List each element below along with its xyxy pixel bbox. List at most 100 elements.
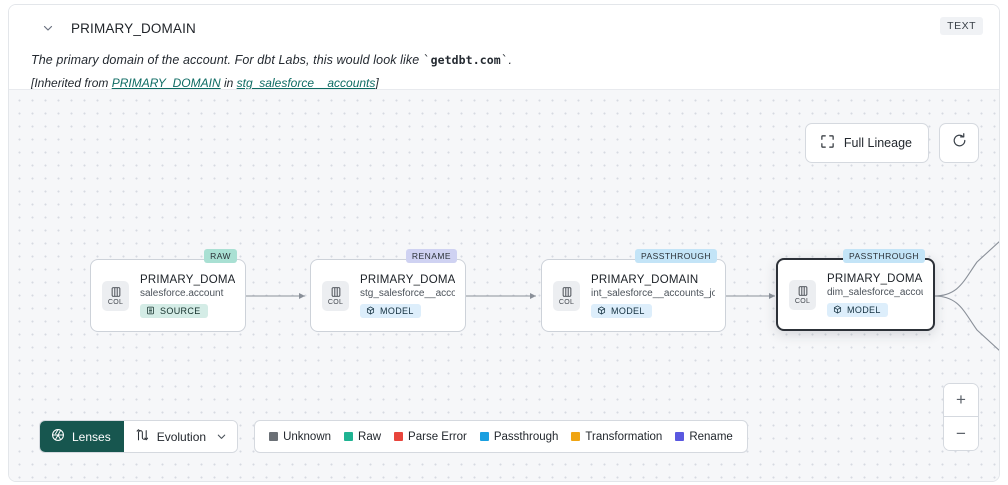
lineage-node-1[interactable]: RAW COL PRIMARY_DOMAIN__C salesforce.acc…	[90, 249, 246, 332]
node-title: PRIMARY_DOMAIN	[360, 273, 455, 286]
inherited-model-link[interactable]: stg_salesforce__accounts	[236, 76, 376, 90]
legend-item: Unknown	[269, 431, 331, 443]
legend-item: Passthrough	[479, 430, 559, 443]
node-kind-badge: SOURCE	[140, 303, 208, 318]
lineage-node-3[interactable]: PASSTHROUGH COL PRIMARY_DOMAIN int_sales…	[541, 249, 726, 332]
evolution-dropdown[interactable]: Evolution	[123, 421, 238, 452]
edge-out-upper	[933, 241, 999, 297]
chevron-down-icon[interactable]	[41, 21, 55, 35]
node-inner: COL PRIMARY_DOMAIN dim_salesforce_accoun…	[778, 260, 933, 329]
panel-header: PRIMARY_DOMAIN TEXT The primary domain o…	[9, 5, 999, 90]
legend-swatch	[571, 432, 581, 441]
legend-item: Raw	[344, 431, 381, 443]
lenses-evolution-group: Lenses Evolution	[39, 420, 239, 453]
column-icon-label: COL	[107, 298, 124, 306]
evolution-label: Evolution	[156, 429, 207, 444]
chevron-down-icon	[216, 431, 227, 442]
node-text: PRIMARY_DOMAIN__C salesforce.account SOU…	[140, 274, 235, 318]
legend-label: Raw	[358, 430, 382, 443]
aperture-icon	[51, 428, 65, 445]
column-icon: COL	[789, 279, 816, 310]
lineage-node-4-selected[interactable]: PASSTHROUGH COL PRIMARY_DOMAIN dim_sales…	[776, 249, 935, 331]
node-text: PRIMARY_DOMAIN int_salesforce__accounts_…	[591, 274, 715, 318]
refresh-icon	[951, 132, 968, 154]
column-icon-label: COL	[558, 298, 575, 306]
legend-label: Passthrough	[493, 430, 559, 443]
model-cube-icon	[366, 306, 375, 315]
inherited-column-link[interactable]: PRIMARY_DOMAIN	[111, 76, 221, 90]
flow-path-icon	[135, 428, 149, 445]
description-code: getdbt.com	[430, 53, 501, 67]
description-suffix: .	[508, 53, 513, 67]
description-text: The primary domain of the account. For d…	[31, 53, 423, 67]
node-inner: COL PRIMARY_DOMAIN stg_salesforce__accou…	[311, 260, 465, 331]
column-icon: COL	[553, 280, 580, 311]
column-icon-label: COL	[327, 298, 344, 306]
title-row: PRIMARY_DOMAIN	[29, 15, 983, 41]
legend-swatch	[269, 432, 279, 441]
node-tag-badge: RENAME	[405, 249, 457, 263]
canvas-top-controls: Full Lineage	[804, 123, 979, 163]
node-tag-badge: RAW	[204, 249, 237, 263]
legend-swatch	[344, 432, 354, 441]
node-kind-badge: MODEL	[827, 302, 888, 317]
column-description: The primary domain of the account. For d…	[31, 52, 513, 67]
node-subtitle: dim_salesforce_accounts	[827, 286, 923, 298]
lineage-legend: Unknown Raw Parse Error Passthrough Tran…	[254, 420, 748, 453]
node-inner: COL PRIMARY_DOMAIN int_salesforce__accou…	[542, 260, 725, 331]
zoom-in-button[interactable]: +	[944, 384, 978, 417]
legend-swatch	[394, 432, 404, 441]
zoom-out-button[interactable]: −	[944, 417, 978, 450]
legend-label: Rename	[689, 430, 733, 443]
column-lineage-panel: PRIMARY_DOMAIN TEXT The primary domain o…	[8, 4, 1000, 482]
lineage-canvas[interactable]: RAW COL PRIMARY_DOMAIN__C salesforce.acc…	[9, 89, 999, 481]
expand-corners-icon	[820, 134, 835, 152]
node-subtitle: salesforce.account	[140, 287, 224, 299]
node-kind-label: MODEL	[380, 305, 414, 316]
legend-label: Transformation	[585, 430, 663, 443]
node-subtitle: int_salesforce__accounts_joined	[591, 287, 715, 299]
status-badge-type: TEXT	[940, 17, 983, 35]
full-lineage-button[interactable]: Full Lineage	[804, 123, 929, 163]
inherited-mid: in	[220, 76, 237, 90]
lenses-label: Lenses	[72, 429, 111, 444]
canvas-bottom-toolbar: Lenses Evolution	[39, 420, 748, 453]
node-tag-badge: PASSTHROUGH	[843, 249, 925, 263]
node-title: PRIMARY_DOMAIN	[591, 273, 699, 286]
legend-label: Unknown	[283, 430, 332, 443]
full-lineage-label: Full Lineage	[843, 136, 912, 150]
node-title: PRIMARY_DOMAIN	[827, 272, 923, 285]
legend-item: Transformation	[571, 431, 662, 443]
node-kind-label: MODEL	[611, 305, 645, 316]
legend-item: Rename	[675, 430, 733, 443]
legend-item: Parse Error	[394, 431, 467, 443]
node-text: PRIMARY_DOMAIN stg_salesforce__accounts …	[360, 274, 455, 318]
inherited-suffix: ]	[375, 76, 379, 90]
inherited-from-line: [Inherited from PRIMARY_DOMAIN in stg_sa…	[31, 76, 983, 90]
node-kind-badge: MODEL	[591, 303, 652, 318]
source-icon	[147, 306, 154, 315]
zoom-controls: + −	[943, 383, 979, 451]
page-title: PRIMARY_DOMAIN	[71, 20, 196, 36]
node-kind-badge: MODEL	[360, 303, 421, 318]
node-kind-label: MODEL	[847, 304, 881, 315]
column-icon: COL	[322, 280, 349, 311]
lineage-node-2[interactable]: RENAME COL PRIMARY_DOMAIN stg_salesforce…	[310, 249, 466, 332]
node-subtitle: stg_salesforce__accounts	[360, 287, 455, 299]
lenses-button[interactable]: Lenses	[40, 421, 124, 452]
node-inner: COL PRIMARY_DOMAIN__C salesforce.account…	[91, 260, 245, 331]
node-text: PRIMARY_DOMAIN dim_salesforce_accounts M…	[827, 273, 923, 317]
legend-label: Parse Error	[408, 430, 467, 443]
edge-out-lower	[933, 295, 999, 351]
legend-swatch	[479, 432, 489, 441]
inherited-prefix: [Inherited from	[31, 76, 112, 90]
column-icon-label: COL	[794, 297, 811, 305]
column-icon: COL	[102, 280, 129, 311]
node-kind-label: SOURCE	[160, 305, 201, 316]
node-tag-badge: PASSTHROUGH	[635, 249, 717, 263]
node-title: PRIMARY_DOMAIN__C	[140, 273, 235, 286]
model-cube-icon	[597, 306, 606, 315]
legend-swatch	[675, 432, 685, 441]
model-cube-icon	[833, 305, 842, 314]
refresh-button[interactable]	[939, 123, 979, 163]
